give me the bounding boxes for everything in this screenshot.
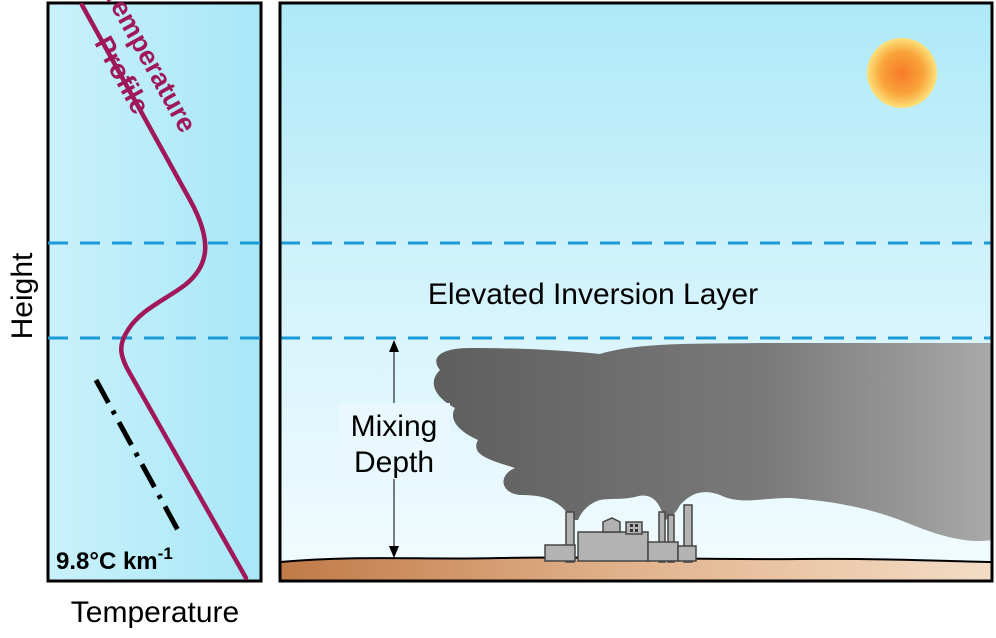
dry-adiabatic-lapse-line [93,378,183,536]
right-panel-border [278,1,994,583]
sun-icon [867,38,937,108]
lapse-rate-label: 9.8°C km-1 [56,544,173,575]
temperature-profile-panel: Temperature Profile 9.8°C km-1 [46,0,263,583]
factory-icon [544,504,697,563]
mixing-depth-label-line2: Depth [354,446,434,479]
mixing-depth-label-line1: Mixing [351,410,438,443]
lapse-rate-exponent: -1 [158,544,173,563]
atmosphere-scene-panel: Elevated Inversion Layer [278,1,994,583]
y-axis-label: Height [6,252,39,339]
inversion-layer-label: Elevated Inversion Layer [428,278,758,311]
temperature-profile-curve [79,2,249,581]
lapse-rate-value: 9.8°C km [56,548,158,575]
smoke-plume [433,343,992,541]
x-axis-label: Temperature [71,596,239,629]
mixing-label-background [338,403,450,479]
